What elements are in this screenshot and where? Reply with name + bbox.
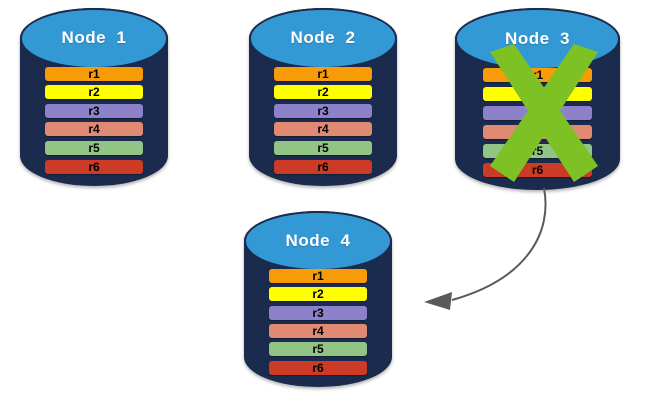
node-1-row-r3[interactable]: r3: [45, 103, 143, 118]
node-1-cylinder-top: [20, 8, 168, 69]
node-4[interactable]: Node 4 r1 r2 r3 r4 r5 r6: [244, 211, 392, 387]
node-3[interactable]: Node 3 r1 r2 r3 r4 r5 r6: [455, 8, 620, 190]
node-3-cylinder-top: [455, 8, 620, 70]
node-3-row-r4[interactable]: r4: [483, 125, 592, 140]
node-1-row-r4[interactable]: r4: [45, 122, 143, 137]
node-1[interactable]: Node 1 r1 r2 r3 r4 r5 r6: [20, 8, 168, 186]
node-3-row-r3[interactable]: r3: [483, 106, 592, 121]
node-3-row-r2[interactable]: r2: [483, 87, 592, 102]
node-4-row-r5[interactable]: r5: [269, 342, 367, 357]
node-1-row-r2[interactable]: r2: [45, 85, 143, 100]
node-1-rows: r1 r2 r3 r4 r5 r6: [45, 66, 143, 174]
node-2-row-r4[interactable]: r4: [274, 122, 372, 137]
node-2-row-r5[interactable]: r5: [274, 140, 372, 155]
node-2-cylinder-top: [249, 8, 397, 69]
node-4-row-r3[interactable]: r3: [269, 305, 367, 320]
node-1-row-r6[interactable]: r6: [45, 159, 143, 174]
node-4-row-r1[interactable]: r1: [269, 269, 367, 284]
node-1-row-r1[interactable]: r1: [45, 66, 143, 81]
node-4-rows: r1 r2 r3 r4 r5 r6: [269, 269, 367, 375]
node-4-row-r4[interactable]: r4: [269, 324, 367, 339]
node-3-row-r6[interactable]: r6: [483, 163, 592, 178]
node-2-row-r6[interactable]: r6: [274, 159, 372, 174]
node-2[interactable]: Node 2 r1 r2 r3 r4 r5 r6: [249, 8, 397, 186]
node-3-row-r1[interactable]: r1: [483, 68, 592, 83]
node-2-row-r1[interactable]: r1: [274, 66, 372, 81]
node-2-row-r3[interactable]: r3: [274, 103, 372, 118]
node-4-cylinder-top: [244, 211, 392, 271]
node-1-row-r5[interactable]: r5: [45, 140, 143, 155]
node-4-row-r2[interactable]: r2: [269, 287, 367, 302]
node-3-row-r5[interactable]: r5: [483, 144, 592, 159]
node-3-rows: r1 r2 r3 r4 r5 r6: [483, 68, 592, 178]
node-2-row-r2[interactable]: r2: [274, 85, 372, 100]
node-2-rows: r1 r2 r3 r4 r5 r6: [274, 66, 372, 174]
node-4-row-r6[interactable]: r6: [269, 360, 367, 375]
